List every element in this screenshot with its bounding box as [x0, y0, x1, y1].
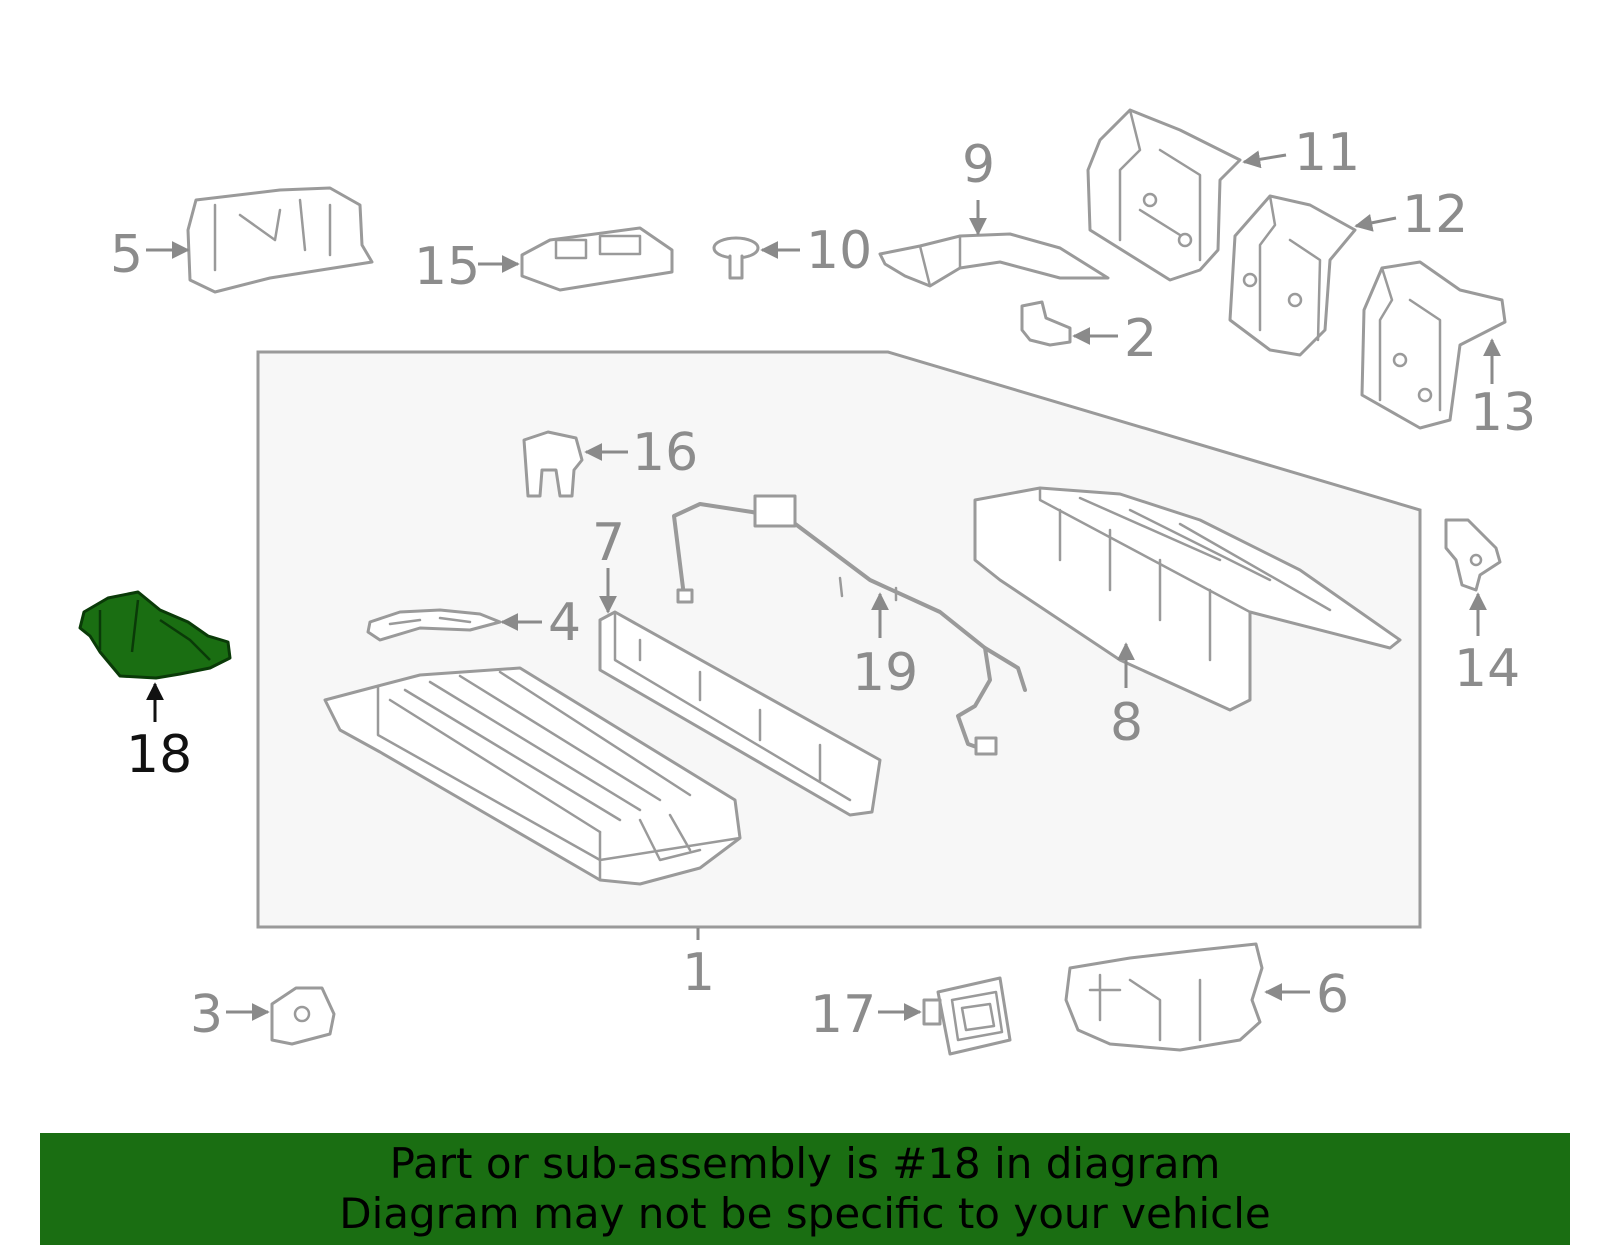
part-19-harness[interactable]	[672, 494, 1027, 756]
part-6[interactable]	[1064, 942, 1264, 1052]
info-banner: Part or sub-assembly is #18 in diagram D…	[40, 1133, 1570, 1245]
callout-2: 2	[1124, 309, 1157, 369]
part-12[interactable]	[1228, 194, 1357, 357]
part-9-bracket[interactable]	[878, 232, 1110, 288]
callout-15: 15	[414, 237, 480, 297]
banner-line-1: Part or sub-assembly is #18 in diagram	[389, 1139, 1221, 1188]
part-5[interactable]	[186, 186, 374, 294]
part-8-cover[interactable]	[973, 486, 1402, 712]
callout-18: 18	[126, 725, 192, 785]
callout-17: 17	[810, 985, 876, 1045]
callout-12: 12	[1402, 185, 1468, 245]
part-14[interactable]	[1444, 518, 1502, 592]
battery-module-part[interactable]	[323, 666, 742, 886]
callout-11: 11	[1294, 123, 1360, 183]
callout-4: 4	[548, 593, 581, 653]
part-13[interactable]	[1360, 260, 1507, 430]
part-10-clip[interactable]	[712, 236, 760, 280]
callout-9: 9	[962, 135, 995, 195]
part-3[interactable]	[270, 986, 336, 1046]
part-15[interactable]	[520, 226, 674, 292]
part-4[interactable]	[366, 608, 502, 642]
callout-19: 19	[852, 643, 918, 703]
leader-11	[1242, 150, 1287, 169]
part-2[interactable]	[1020, 300, 1072, 347]
callout-1: 1	[682, 943, 715, 1003]
leader-12	[1354, 213, 1397, 232]
banner-line-2: Diagram may not be specific to your vehi…	[339, 1189, 1271, 1238]
callout-10: 10	[806, 221, 872, 281]
callout-3: 3	[190, 985, 223, 1045]
callout-5: 5	[110, 225, 143, 285]
part-16[interactable]	[522, 430, 584, 498]
callout-13: 13	[1470, 383, 1536, 443]
part-18-highlighted[interactable]	[78, 590, 232, 680]
callout-16: 16	[632, 423, 698, 483]
part-11[interactable]	[1086, 108, 1242, 282]
callout-7: 7	[592, 513, 625, 573]
callout-6: 6	[1316, 965, 1349, 1025]
callout-14: 14	[1454, 639, 1520, 699]
part-17[interactable]	[922, 976, 1012, 1056]
callout-8: 8	[1110, 693, 1143, 753]
